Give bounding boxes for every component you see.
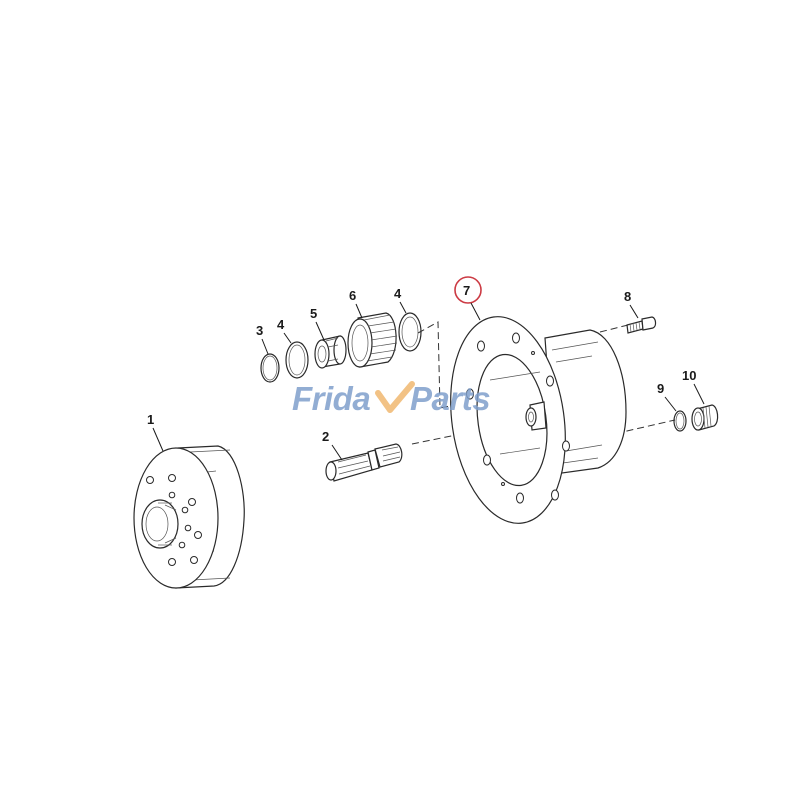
part-8-bolt[interactable]: [626, 316, 657, 334]
watermark-logo: Frida Parts: [292, 380, 491, 417]
part-5-bearing-cone[interactable]: [314, 335, 347, 369]
part-6-bearing-cup[interactable]: [347, 312, 398, 368]
callout-6: 6: [349, 288, 363, 319]
callout-7-highlighted: 7: [454, 276, 482, 321]
part-1-carrier[interactable]: [133, 445, 245, 589]
svg-text:3: 3: [256, 323, 263, 338]
callout-10: 10: [682, 368, 705, 405]
callout-8: 8: [624, 289, 639, 319]
svg-text:2: 2: [322, 429, 329, 444]
svg-text:4: 4: [277, 317, 285, 332]
part-7-hub-housing[interactable]: [438, 309, 627, 531]
svg-text:9: 9: [657, 381, 664, 396]
callout-9: 9: [657, 381, 677, 412]
svg-text:7: 7: [463, 283, 470, 298]
part-10-plug[interactable]: [691, 404, 719, 431]
svg-text:8: 8: [624, 289, 631, 304]
part-9-o-ring[interactable]: [673, 410, 687, 432]
part-4-thrust-washer-left[interactable]: [285, 341, 309, 379]
callout-1: 1: [147, 412, 164, 452]
watermark-text-parts: Parts: [410, 380, 490, 417]
svg-text:5: 5: [310, 306, 317, 321]
watermark-check-icon: [375, 381, 415, 413]
callout-4-left: 4: [277, 317, 292, 344]
watermark-text-friday: Frida: [292, 380, 370, 417]
callout-4-right: 4: [394, 286, 407, 314]
callout-3: 3: [256, 323, 269, 355]
highlight-circle: [454, 276, 482, 304]
svg-text:4: 4: [394, 286, 402, 301]
part-2-splined-shaft[interactable]: [325, 443, 403, 482]
svg-text:6: 6: [349, 288, 356, 303]
part-4-thrust-washer-right[interactable]: [398, 312, 422, 352]
callout-5: 5: [310, 306, 325, 341]
svg-text:1: 1: [147, 412, 154, 427]
callout-2: 2: [322, 429, 343, 461]
svg-text:10: 10: [682, 368, 696, 383]
part-3-snap-ring[interactable]: [260, 353, 280, 383]
